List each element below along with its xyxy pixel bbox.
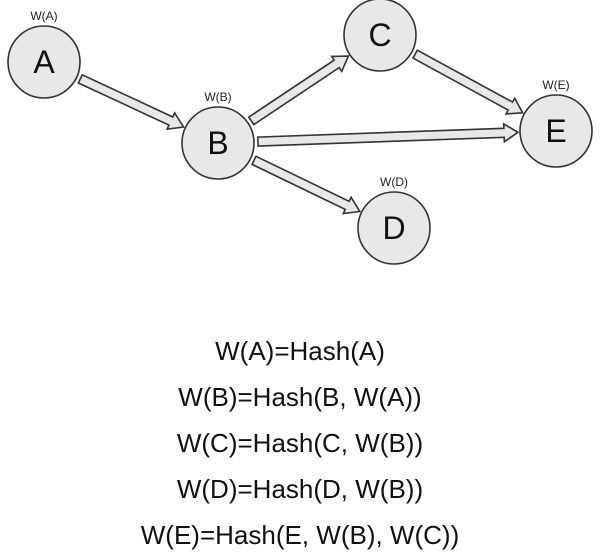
node-label: B <box>207 125 228 161</box>
node-circle <box>181 106 255 180</box>
node-weight-label: W(D) <box>380 175 408 189</box>
node-b: B W(B) <box>181 90 255 180</box>
node-d: D W(D) <box>357 175 431 265</box>
node-a: A W(A) <box>7 9 81 99</box>
node-c: C <box>343 0 417 72</box>
formula-w-c: W(C)=Hash(C, W(B)) <box>176 428 424 458</box>
node-circle <box>343 0 417 72</box>
edge-arrow-b-d <box>251 155 362 215</box>
node-e: E W(E) <box>519 78 593 168</box>
formula-w-d: W(D)=Hash(D, W(B)) <box>176 474 424 504</box>
node-label: C <box>368 17 391 53</box>
formula-w-e: W(E)=Hash(E, W(B), W(C)) <box>140 520 460 550</box>
node-circle <box>519 94 593 168</box>
node-label: D <box>382 210 405 246</box>
node-label: E <box>545 113 566 149</box>
edge-arrow-b-c <box>247 55 350 126</box>
node-circle <box>357 191 431 265</box>
edge-arrow-a-b <box>77 73 185 131</box>
edge-arrow-b-e <box>256 122 520 147</box>
node-weight-label: W(B) <box>204 90 231 104</box>
node-circle <box>7 25 81 99</box>
dag-diagram: A W(A) B W(B) C D W(D) E W(E) <box>7 0 593 265</box>
formula-list: W(A)=Hash(A) W(B)=Hash(B, W(A)) W(C)=Has… <box>0 328 600 558</box>
formula-w-a: W(A)=Hash(A) <box>215 336 385 366</box>
node-label: A <box>33 44 55 80</box>
node-weight-label: W(E) <box>542 78 569 92</box>
edge-arrow-c-e <box>411 49 524 115</box>
node-weight-label: W(A) <box>30 9 57 23</box>
formula-w-b: W(B)=Hash(B, W(A)) <box>178 382 422 412</box>
